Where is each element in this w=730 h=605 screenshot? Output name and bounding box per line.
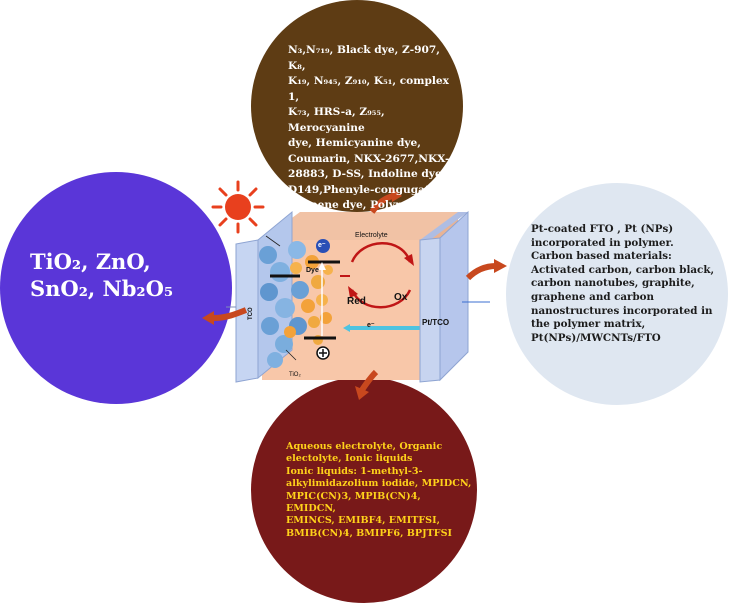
counter-line: Pt-coated FTO , Pt (NPs) (531, 223, 674, 235)
counter-line: graphene and carbon (531, 290, 655, 303)
dye-line: Coumarin, NKX-2677,NKX- (288, 152, 450, 165)
counter-electrode-list: Pt-coated FTO , Pt (NPs) incorporated in… (531, 223, 716, 345)
counter-line: nanostructures incorporated in (531, 304, 713, 317)
counter-line: Carbon based materials: (531, 250, 672, 263)
dye-line: D149,Phenyle-congugated (288, 183, 445, 196)
electrolyte-label: Electrolyte (355, 232, 388, 239)
electrolyte-line: alkylimidazolium iodide, MPIDCN, (286, 478, 472, 490)
dye-circle (251, 0, 463, 212)
arrow-to-counter-electrode (465, 259, 507, 281)
electrolyte-line: EMINCS, EMIBF4, EMITFSI, (286, 515, 440, 527)
dye-line: K₁₉, N₉₄₅, Z₉₁₀, K₅₁, complex 1, (288, 75, 449, 103)
photoanode-line: SnO₂, Nb₂O₅ (30, 276, 174, 301)
dye-list: N₃,N₇₁₉, Black dye, Z-907, K₈, K₁₉, N₉₄₅… (288, 43, 458, 214)
sun-icon (211, 180, 265, 234)
dye-line: dye, Hemicyanine dye, (288, 137, 421, 149)
counter-line: the polymer matrix, (531, 318, 646, 331)
arrow-to-photoanode (202, 307, 248, 325)
counter-line: incorporated in polymer. (531, 236, 674, 249)
photoanode-circle (0, 172, 232, 404)
electrolyte-circle (251, 377, 477, 603)
tco-label: TCO (248, 307, 254, 320)
counter-line: carbon nanotubes, graphite, (531, 277, 695, 290)
arrow-to-electrolyte (355, 369, 379, 400)
tio2-label: TiO₂ (289, 372, 301, 378)
ox-label: Ox (394, 292, 408, 303)
electron-icon (316, 239, 330, 253)
photoanode-list: TiO₂, ZnO, SnO₂, Nb₂O₅ (30, 248, 220, 302)
counter-electrode-circle (506, 183, 728, 405)
tio2-nanoparticles (259, 241, 333, 368)
redox-cycle-arrows (340, 242, 414, 309)
photoanode-line: TiO₂, ZnO, (30, 249, 151, 274)
electrolyte-list: Aqueous electrolyte, Organic electolyte,… (286, 441, 472, 540)
red-label: Red (347, 296, 366, 307)
dye-line: N₃,N₇₁₉, Black dye, Z-907, K₈, (288, 44, 440, 72)
pt-tco-label: Pt/TCO (422, 318, 450, 327)
dye-line: K₇₃, HRS-a, Z₉₅₅, Merocyanine (288, 106, 385, 134)
electron-label: e⁻ (318, 242, 326, 249)
electrolyte-line: Aqueous electrolyte, Organic (286, 441, 443, 452)
hole-icon (316, 346, 330, 360)
electrolyte-line: Ionic liquids: 1-methyl-3- (286, 465, 423, 477)
electrolyte-line: MPIC(CN)3, MPIB(CN)4, EMIDCN, (286, 490, 421, 515)
dye-line: oligoene dye, Polymer dye (288, 199, 443, 211)
electrolyte-line: electolyte, Ionic liquids (286, 453, 413, 465)
counter-line: Pt(NPs)/MWCNTs/FTO (531, 331, 661, 344)
electrolyte-line: BMIB(CN)4, BMIPF6, BPJTFSI (286, 527, 452, 539)
electron-return-label: e⁻ (367, 322, 375, 329)
arrow-to-dye (369, 188, 402, 214)
dye-line: 28883, D-SS, Indoline dye, (288, 168, 446, 180)
dye-label: Dye (306, 267, 319, 274)
counter-line: Activated carbon, carbon black, (531, 263, 715, 276)
